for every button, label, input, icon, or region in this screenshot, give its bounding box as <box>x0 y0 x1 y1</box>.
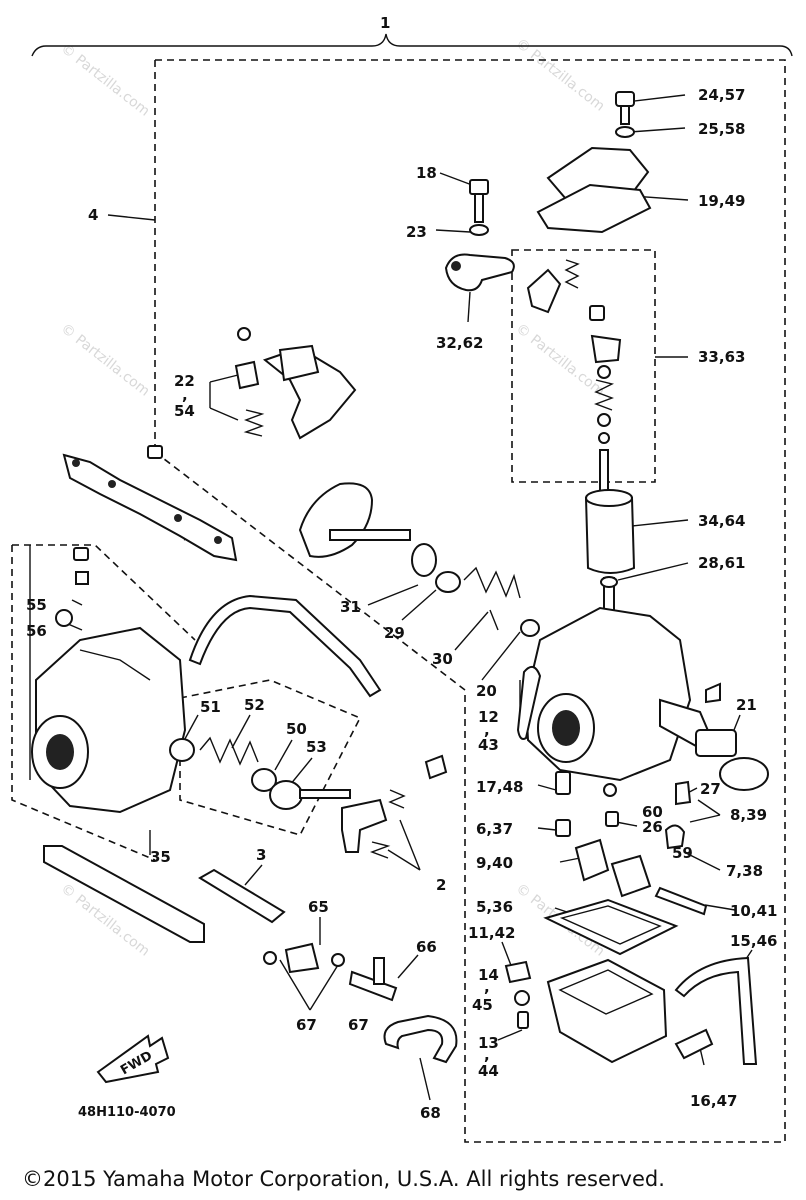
callout: 59 <box>672 844 693 862</box>
callout: 25,58 <box>698 120 745 138</box>
callout: 68 <box>420 1104 441 1122</box>
watermark: © Partzilla.com <box>513 321 608 400</box>
cover-screw <box>615 91 635 138</box>
watermark: © Partzilla.com <box>58 41 153 120</box>
right-carburetor-body <box>516 606 721 782</box>
spring-52 <box>169 736 351 810</box>
callout: 60 <box>642 803 663 821</box>
bolt-18 <box>469 179 489 236</box>
callout: 18 <box>416 164 437 182</box>
callout: 35 <box>150 848 171 866</box>
callout: 44 <box>478 1062 499 1080</box>
callout: 9,40 <box>476 854 513 872</box>
throttle-shaft <box>298 482 437 577</box>
callout: 33,63 <box>698 348 745 366</box>
callout: 11,42 <box>468 924 515 942</box>
callout: 34,64 <box>698 512 745 530</box>
callout: , <box>484 1046 490 1064</box>
watermark: © Partzilla.com <box>513 36 608 115</box>
callout: 28,61 <box>698 554 745 572</box>
callout: 15,46 <box>730 932 777 950</box>
vacuum-piston <box>584 489 636 619</box>
idle-screw <box>234 360 265 437</box>
bracket-2 <box>341 754 448 859</box>
callout: 8,39 <box>730 806 767 824</box>
spring-30 <box>435 566 540 637</box>
callout: 67 <box>348 1016 369 1034</box>
callout: 26 <box>642 818 663 836</box>
callout-labels: 4 24,57 25,58 18 19,49 23 32,62 33,63 22… <box>26 86 777 1122</box>
callout: 45 <box>472 996 493 1014</box>
watermark: © Partzilla.com <box>58 321 153 400</box>
callout: 30 <box>432 650 453 668</box>
callout: 23 <box>406 223 427 241</box>
callout: 31 <box>340 598 361 616</box>
callout: 52 <box>244 696 265 714</box>
choke-assembly <box>526 259 622 499</box>
assembly-bracket: 1 <box>31 14 793 57</box>
callout: 51 <box>200 698 221 716</box>
hose-68 <box>383 1014 458 1064</box>
callout: 5,36 <box>476 898 513 916</box>
callout: , <box>484 721 490 739</box>
callout: 13 <box>478 1034 499 1052</box>
callout: 67 <box>296 1016 317 1034</box>
fuel-hose-upper <box>188 594 382 698</box>
link-plate <box>62 445 238 562</box>
callout: 14 <box>478 966 499 984</box>
callout: 19,49 <box>698 192 745 210</box>
assembly-outlines <box>11 59 786 1143</box>
callout: , <box>182 386 188 404</box>
callout: 6,37 <box>476 820 513 838</box>
callout: 7,38 <box>726 862 763 880</box>
callout: 32,62 <box>436 334 483 352</box>
left-carburetor-body <box>31 547 187 814</box>
callout: 10,41 <box>730 902 777 920</box>
callout: 56 <box>26 622 47 640</box>
fwd-arrow-icon: FWD <box>96 1034 170 1084</box>
callout: 16,47 <box>690 1092 737 1110</box>
hose-joint <box>263 942 398 1002</box>
callout: 54 <box>174 402 195 420</box>
callout: 29 <box>384 624 405 642</box>
callout: 43 <box>478 736 499 754</box>
copyright-notice: ©2015 Yamaha Motor Corporation, U.S.A. A… <box>22 1167 665 1191</box>
top-cover <box>536 146 652 234</box>
float-bowl-assembly <box>504 771 758 1065</box>
hose-3 <box>198 868 286 924</box>
callout: 3 <box>256 846 266 864</box>
diagram-code: 48H110-4070 <box>78 1105 176 1120</box>
callout: 66 <box>416 938 437 956</box>
callout: 4 <box>88 206 98 224</box>
callout: 53 <box>306 738 327 756</box>
link-bar-35 <box>43 845 205 943</box>
callout: , <box>484 978 490 996</box>
callout: 50 <box>286 720 307 738</box>
throttle-stop-lever <box>444 253 515 292</box>
callout: 55 <box>26 596 47 614</box>
starter-plunger <box>695 729 769 791</box>
upper-bracket <box>237 327 357 440</box>
callout: 2 <box>436 876 446 894</box>
callout: 22 <box>174 372 195 390</box>
assembly-number: 1 <box>380 14 390 32</box>
callout: 24,57 <box>698 86 745 104</box>
callout: 20 <box>476 682 497 700</box>
callout: 17,48 <box>476 778 523 796</box>
callout: 65 <box>308 898 329 916</box>
callout: 27 <box>700 780 721 798</box>
callout: 21 <box>736 696 757 714</box>
callout: 12 <box>478 708 499 726</box>
